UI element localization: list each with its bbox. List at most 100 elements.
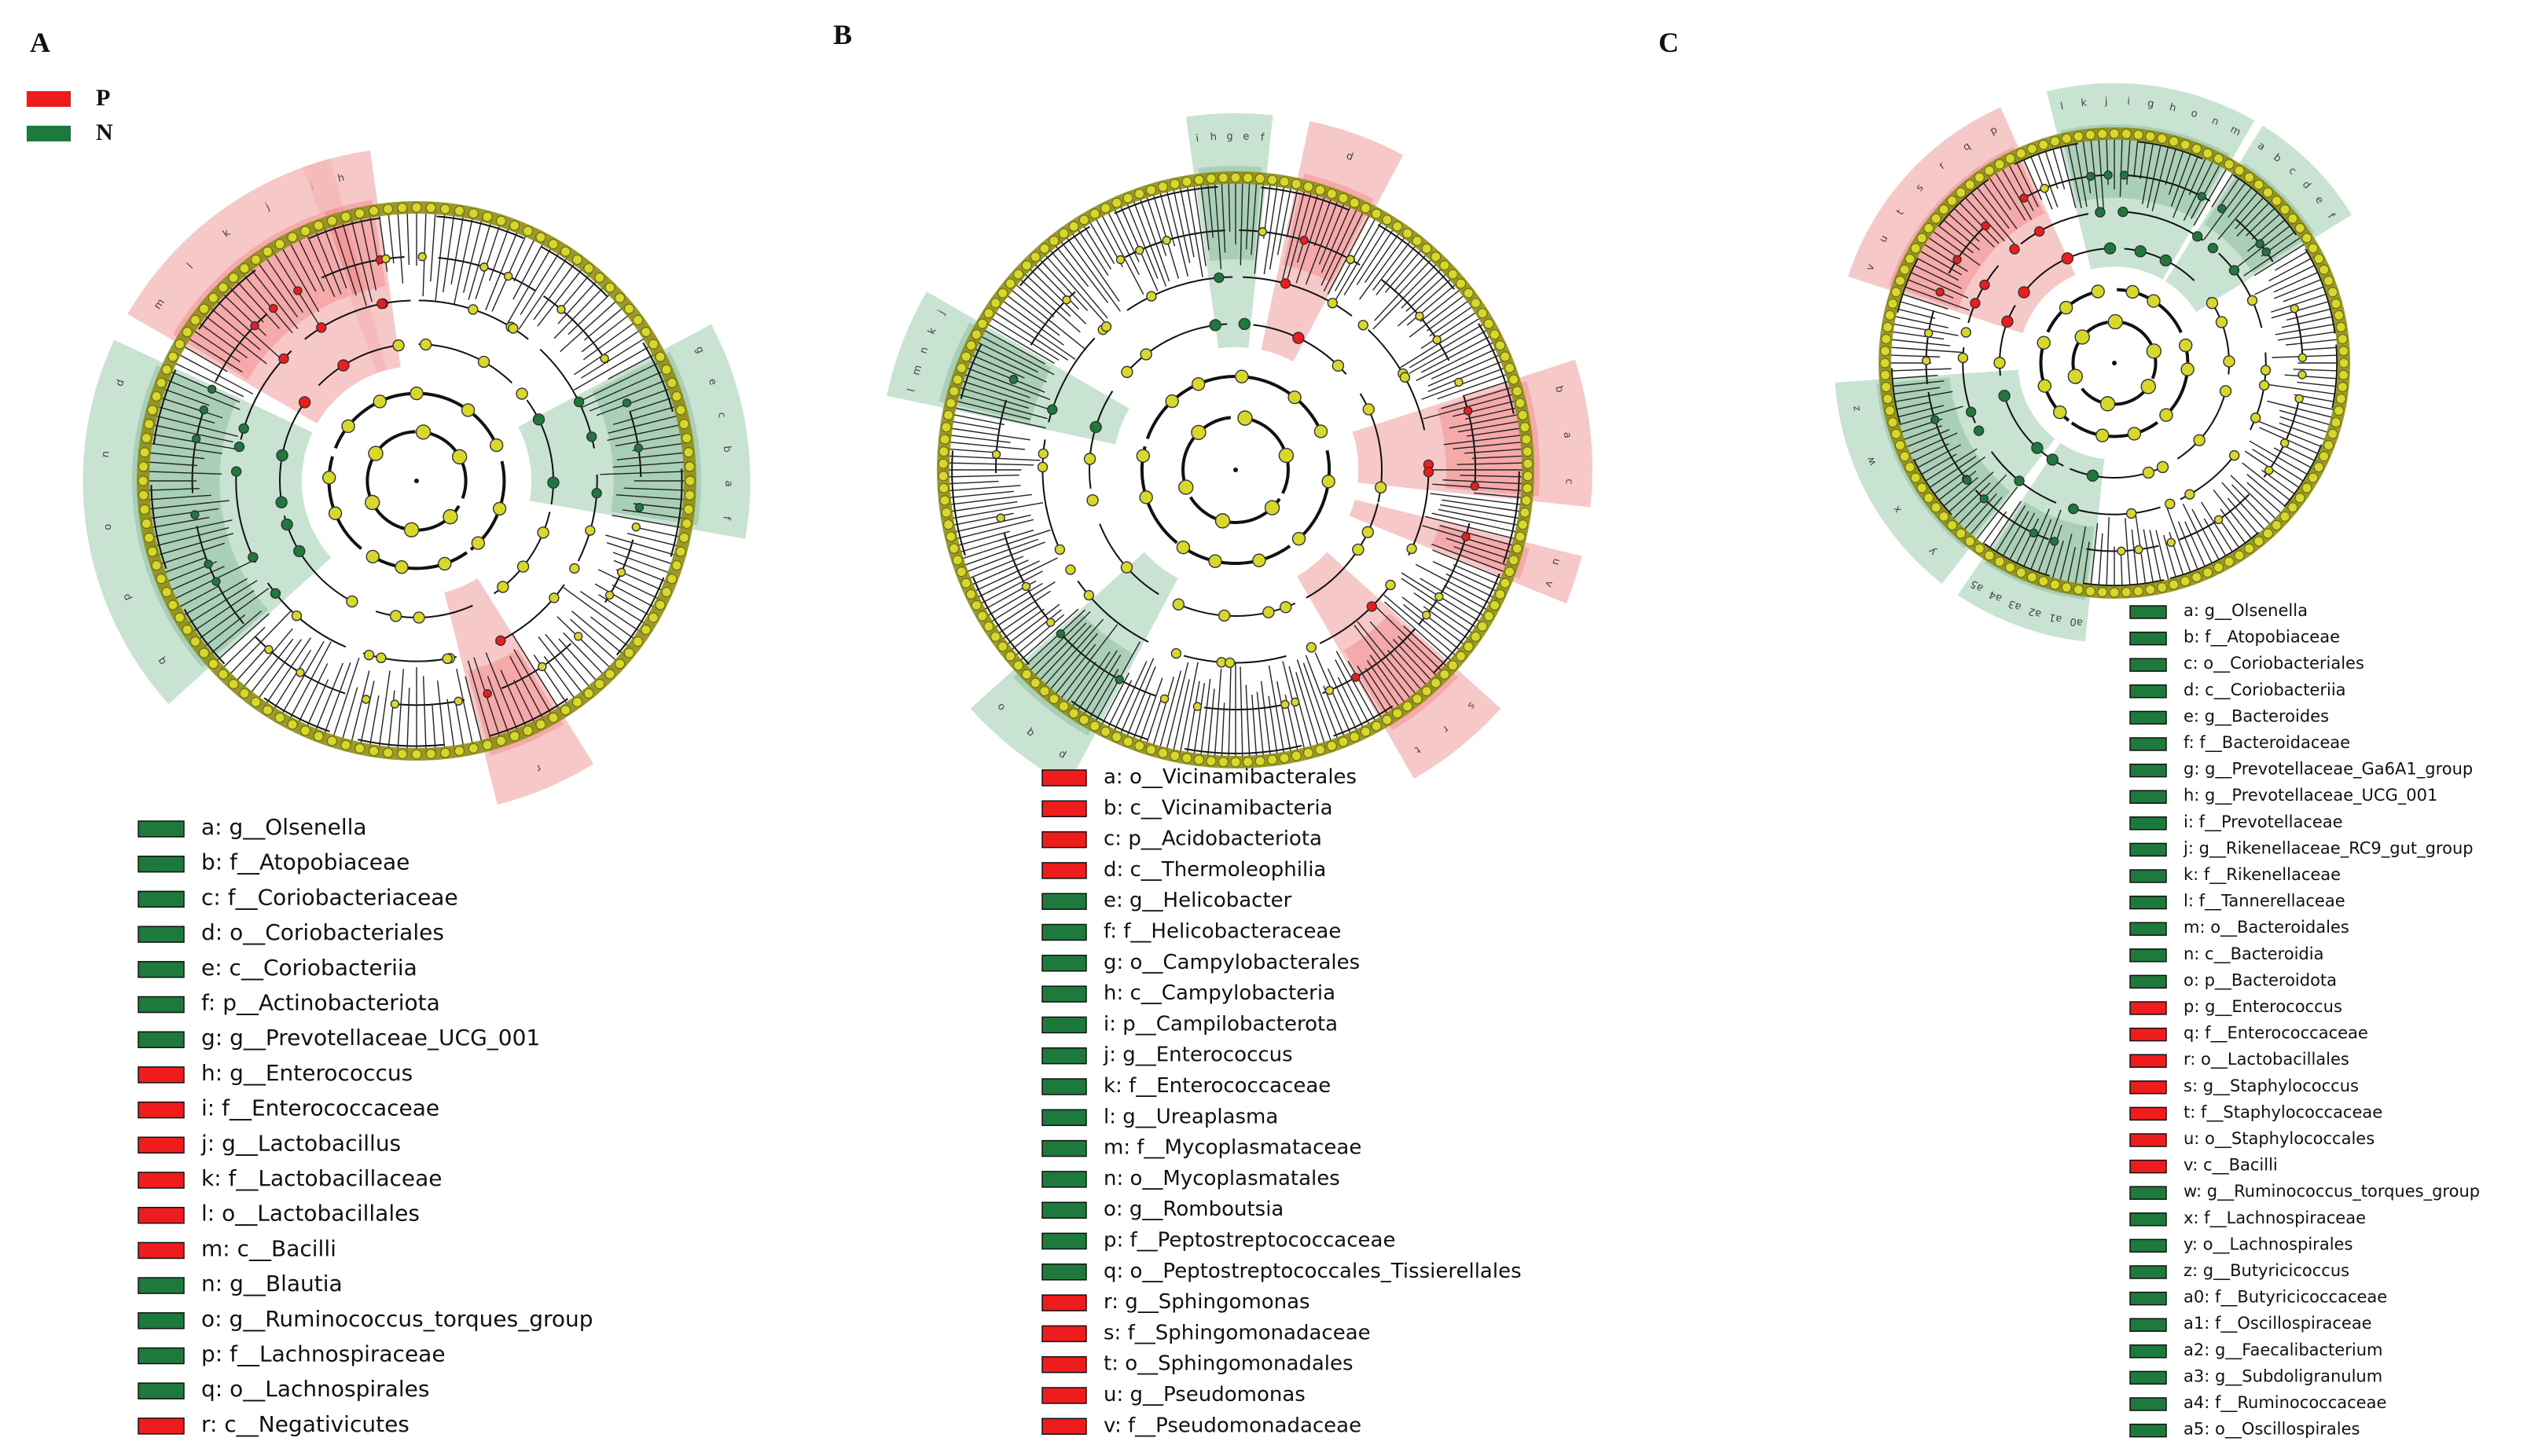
tree-branch <box>1409 327 1492 374</box>
legend-label: v: c__Bacilli <box>2184 1156 2278 1175</box>
tree-branch <box>943 448 1001 453</box>
leaf-node <box>1447 269 1459 280</box>
tree-arc <box>2070 421 2159 438</box>
tree-branch <box>270 649 312 713</box>
tree-branch <box>1413 592 1477 636</box>
clade-node <box>1981 221 1990 231</box>
tree-branch <box>2173 150 2202 218</box>
tree-branch <box>195 588 270 643</box>
clade-node <box>1361 526 1374 538</box>
clade-node <box>281 518 293 531</box>
tree-arc <box>1030 291 1076 346</box>
tree-branch <box>1398 636 1441 680</box>
clade-node <box>341 419 355 434</box>
leaf-node <box>1039 686 1050 697</box>
clade-node <box>538 662 547 672</box>
clade-node <box>238 423 249 435</box>
tree-branch <box>2200 501 2237 559</box>
tree-arc <box>438 256 536 292</box>
tree-branch <box>2257 420 2328 450</box>
leaf-node <box>2262 528 2273 539</box>
tree-branch <box>143 487 200 491</box>
leaf-node <box>615 658 626 669</box>
tree-branch <box>581 312 633 353</box>
leaf-node <box>1012 660 1024 671</box>
leaf-node <box>509 220 520 231</box>
tree-arc <box>1912 458 1952 515</box>
legend-label: n: g__Blautia <box>201 1271 343 1296</box>
clade-node <box>991 449 1001 460</box>
leaf-node <box>1349 732 1360 743</box>
tree-branch <box>304 230 336 298</box>
clade-node <box>1191 424 1207 441</box>
clade-node <box>2127 427 2142 441</box>
leaf-node <box>2191 143 2202 154</box>
tree-branch <box>2097 134 2105 212</box>
legend-swatch-n <box>138 1312 185 1329</box>
leaf-node <box>522 725 534 736</box>
legend-item: w: g__Ruminococcus_torques_group <box>2129 1182 2480 1201</box>
tree-branch <box>1898 284 1970 311</box>
tree-branch <box>2273 269 2325 293</box>
legend-label: d: c__Thermoleophilia <box>1104 858 1326 882</box>
leaf-node <box>1291 750 1302 761</box>
legend-item: z: g__Butyricicoccus <box>2129 1261 2349 1281</box>
legend-swatch-p <box>138 1101 185 1119</box>
tree-branch <box>512 239 545 300</box>
clade-node <box>1178 479 1194 495</box>
clade-letter: c <box>1563 479 1574 485</box>
clade-node <box>250 321 259 331</box>
leaf-node <box>2049 136 2061 147</box>
clade-node <box>1299 235 1309 245</box>
tree-branch <box>970 346 1047 383</box>
tree-arc <box>972 577 1030 666</box>
leaf-node <box>1206 173 1217 184</box>
legend-item: r: c__Negativicutes <box>138 1411 410 1437</box>
legend-swatch-n <box>1041 893 1087 910</box>
leaf-node <box>938 458 949 469</box>
leaf-node <box>2262 187 2273 198</box>
panel-letter: A <box>30 27 50 58</box>
leaf-node <box>1504 567 1515 578</box>
clade-node <box>1960 327 1971 338</box>
tree-branch <box>2271 292 2333 313</box>
leaf-node <box>655 351 666 362</box>
leaf-node <box>971 329 982 340</box>
leaf-node <box>1421 243 1432 254</box>
clade-node <box>1139 490 1153 504</box>
legend-label: i: f__Prevotellaceae <box>2184 812 2343 832</box>
clade-node <box>2290 304 2299 314</box>
leaf-node <box>942 519 954 530</box>
tree-branch <box>2106 517 2110 592</box>
tree-branch <box>397 207 404 284</box>
clade-node <box>1165 394 1179 409</box>
legend-item: u: g__Pseudomonas <box>1041 1383 1306 1406</box>
leaf-node <box>1382 714 1393 725</box>
tree-branch <box>1445 573 1498 600</box>
clade-node <box>1208 554 1222 568</box>
clade-node <box>489 438 504 453</box>
tree-branch <box>1268 695 1279 760</box>
tree-branch <box>1904 432 1958 457</box>
leaf-node <box>1463 288 1474 299</box>
tree-branch <box>1192 683 1206 760</box>
clade-node <box>2099 396 2116 412</box>
tree-branch <box>2301 346 2344 350</box>
leaf-node <box>1984 165 1995 176</box>
clade-node <box>1327 298 1339 309</box>
clade-node <box>573 396 585 408</box>
leaf-node <box>1994 159 2005 170</box>
clade-letter: z <box>1850 405 1863 412</box>
tree-branch <box>170 560 252 602</box>
tree-branch <box>567 290 614 336</box>
leaf-node <box>1100 203 1111 214</box>
tree-branch <box>1125 666 1156 741</box>
leaf-node <box>2294 222 2305 233</box>
cladogram-nodes <box>937 171 1534 768</box>
tree-branch <box>1131 196 1167 287</box>
legend-item: l: g__Ureaplasma <box>1041 1105 1278 1128</box>
tree-branch <box>1460 475 1528 478</box>
tree-branch <box>1030 622 1087 680</box>
leaf-node <box>1956 528 1967 539</box>
